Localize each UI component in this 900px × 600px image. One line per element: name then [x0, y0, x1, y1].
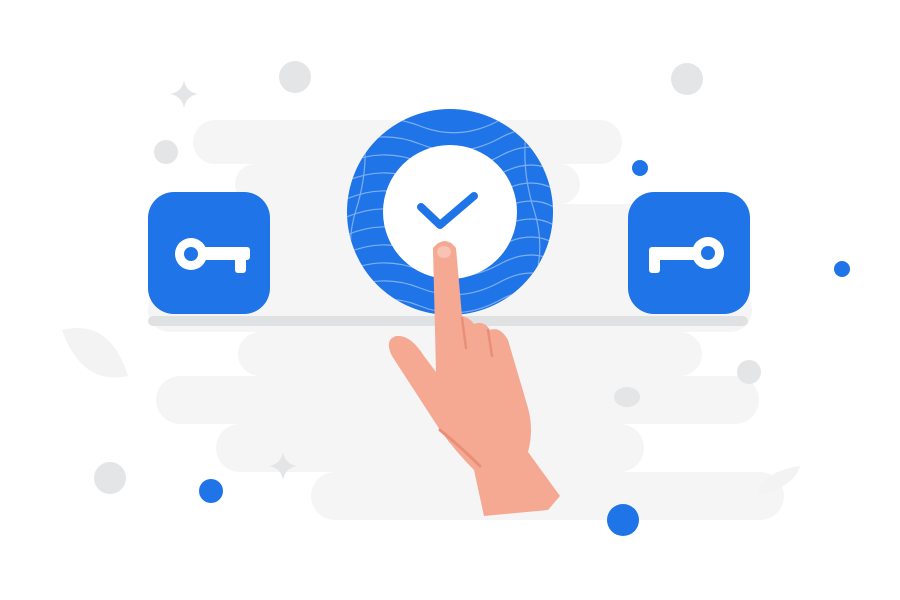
gray-dot	[614, 387, 640, 407]
leaf-shape-right	[758, 466, 800, 496]
blue-dot	[632, 160, 648, 176]
sparkle-icon	[170, 80, 198, 108]
leaf-shape-left	[62, 327, 128, 378]
key-tile-right	[628, 192, 750, 314]
checkmark-icon	[417, 192, 478, 229]
key-tile-left	[148, 192, 270, 314]
gray-dot	[94, 462, 126, 494]
gray-dot	[279, 61, 311, 93]
sparkle-icon	[269, 452, 297, 480]
blue-dot	[834, 261, 850, 277]
verified-badge	[347, 109, 553, 315]
gray-dot	[737, 360, 761, 384]
blue-dot	[607, 504, 639, 536]
gray-dot	[154, 140, 178, 164]
blue-dot	[199, 479, 223, 503]
pointing-hand-icon	[388, 241, 560, 516]
gray-dot	[671, 63, 703, 95]
